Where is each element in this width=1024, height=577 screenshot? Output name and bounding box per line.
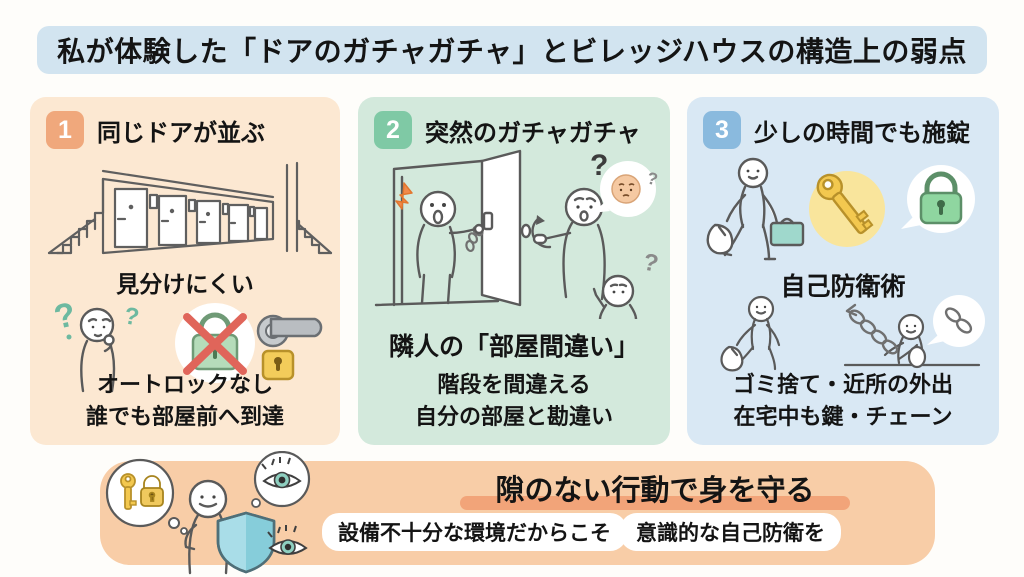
panel3-line-1: ゴミ捨て・近所の外出 <box>732 372 953 397</box>
panel-lock-always: 3 少しの時間でも施錠 <box>687 97 999 445</box>
chain-icon <box>845 303 899 355</box>
panel3-caption: 自己防衛術 <box>780 273 906 301</box>
panel3-lines: ゴミ捨て・近所の外出 在宅中も鍵・チェーン <box>687 369 999 433</box>
padlock-bubble-icon <box>901 165 975 233</box>
footer-banner: 隙のない行動で身を守る 設備不十分な環境だからこそ 意識的な自己防衛を <box>100 451 935 575</box>
small-key-icon <box>120 473 137 510</box>
vigilant-person-illustration <box>96 451 326 577</box>
panel1-number-badge: 1 <box>46 111 84 149</box>
worried-face-bubble-icon: ? <box>592 161 660 217</box>
shield-person-icon <box>184 479 228 575</box>
corridor-illustration <box>30 149 340 261</box>
key-icon <box>816 173 874 235</box>
key-lock-illustration <box>687 147 999 269</box>
panel1-lines: オートロックなし 誰でも部屋前へ到達 <box>30 369 340 433</box>
no-lock-icon <box>175 303 255 383</box>
headline-underline <box>460 496 850 510</box>
panel2-number-badge: 2 <box>374 111 412 149</box>
footer-badge-self-defense: 意識的な自己防衛を <box>620 513 841 551</box>
panel2-lines: 階段を間違える 自分の部屋と勘違い <box>358 369 670 433</box>
door-handle-icon <box>256 314 323 381</box>
question-icon: ? <box>641 248 661 277</box>
panel3-line-2: 在宅中も鍵・チェーン <box>733 404 953 430</box>
footer-badge-environment: 設備不十分な環境だからこそ <box>322 513 627 551</box>
footer-headline: 隙のない行動で身を守る <box>495 475 815 507</box>
page-title: 私が体験した「ドアのガチャガチャ」とビレッジハウスの構造上の弱点 <box>37 26 987 74</box>
panel2-caption: 隣人の「部屋間違い」 <box>388 333 639 361</box>
question-icon: ? <box>645 168 660 189</box>
panel2-line-1: 階段を間違える <box>437 372 591 397</box>
walking-person-icon <box>706 157 805 261</box>
eye-bubble-icon <box>251 451 311 508</box>
question-icon: ? <box>590 149 608 182</box>
small-padlock-icon <box>140 475 164 507</box>
question-icon: ? <box>51 295 79 336</box>
footer-headline-wrap: 隙のない行動で身を守る <box>420 467 890 511</box>
no-autolock-illustration: ? ? <box>30 293 340 397</box>
key-lock-thought-bubble-icon <box>105 458 188 535</box>
eye-icon <box>267 525 308 555</box>
panel2-line-2: 自分の部屋と勘違い <box>414 404 613 430</box>
panel-sudden-rattling: 2 突然のガチャガチャ <box>358 97 670 445</box>
panel1-line-2: 誰でも部屋前へ到達 <box>85 404 284 430</box>
question-icon: ? <box>122 302 141 331</box>
chain-illustration <box>687 295 999 373</box>
panel1-line-1: オートロックなし <box>96 372 273 397</box>
thinking-person-icon <box>79 307 116 393</box>
panel1-title: 同じドアが並ぶ <box>97 119 265 147</box>
door-rattle-illustration: ? ? ? <box>358 147 670 319</box>
panel-same-doors: 1 同じドアが並ぶ <box>30 97 340 445</box>
panel2-title: 突然のガチャガチャ <box>425 119 641 147</box>
chain-bubble-icon <box>927 295 985 347</box>
panel3-title: 少しの時間でも施錠 <box>754 119 970 147</box>
panel1-caption: 見分けにくい <box>116 271 254 297</box>
panel3-number-badge: 3 <box>703 111 741 149</box>
